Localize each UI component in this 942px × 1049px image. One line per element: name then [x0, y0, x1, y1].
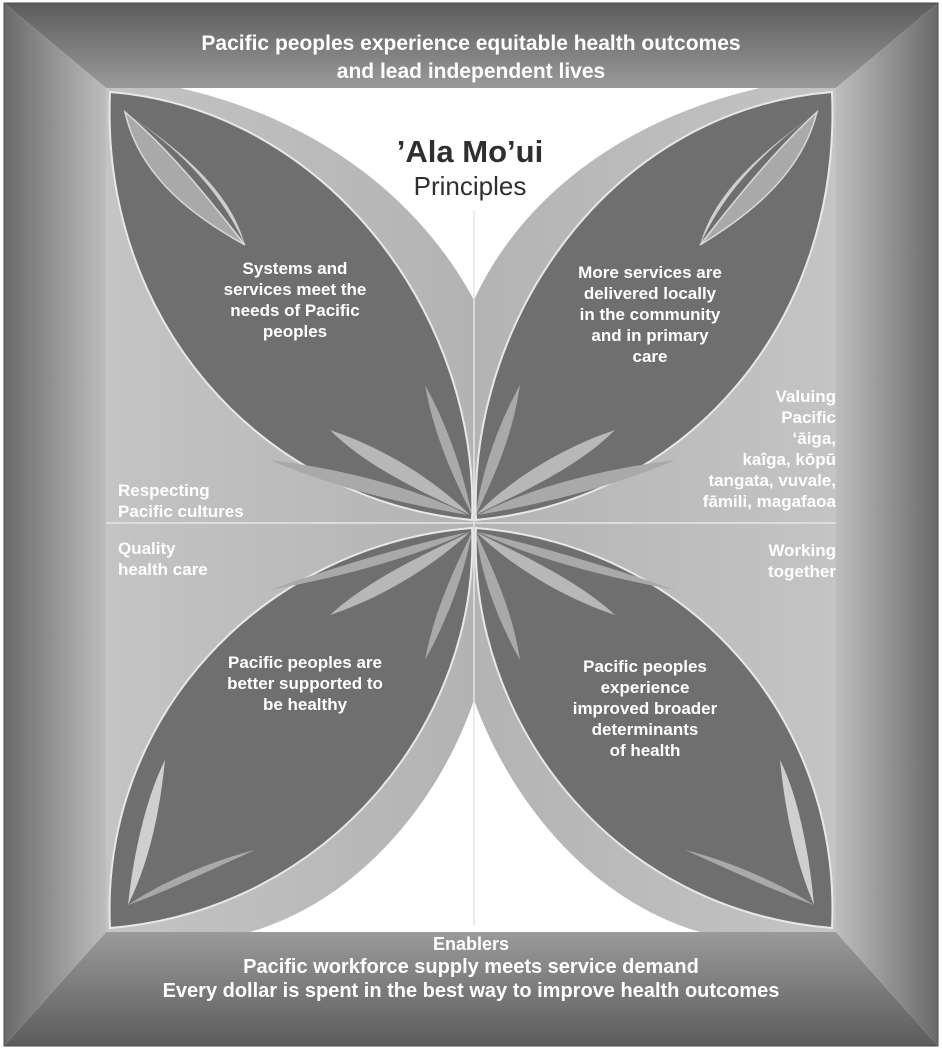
outcome-banner: Pacific peoples experience equitable hea…: [110, 30, 832, 86]
petal-text-top-left: Systems and services meet the needs of P…: [190, 258, 400, 342]
petal-text-top-right: More services are delivered locally in t…: [545, 262, 755, 367]
principle-line: fāmili, magafaoa: [703, 492, 836, 511]
outcome-line-1: Pacific peoples experience equitable hea…: [201, 32, 740, 55]
title-main: ’Ala Mo’ui: [330, 134, 610, 170]
petal-line: More services are: [578, 263, 722, 282]
outcome-line-2: and lead independent lives: [337, 60, 605, 83]
petal-line: in the community: [580, 305, 721, 324]
enablers-banner: Enablers Pacific workforce supply meets …: [110, 933, 832, 1003]
petal-line: determinants: [592, 720, 699, 739]
enablers-line-2: Every dollar is spent in the best way to…: [110, 979, 832, 1003]
principle-quality-health-care: Quality health care: [118, 538, 278, 580]
petal-line: better supported to: [227, 674, 383, 693]
frame-left: [4, 3, 106, 1046]
principle-line: Quality: [118, 539, 176, 558]
frame-right: [836, 3, 938, 1046]
principle-line: Respecting: [118, 481, 210, 500]
enablers-heading: Enablers: [110, 933, 832, 955]
principle-line: together: [768, 562, 836, 581]
principle-line: Working: [768, 541, 836, 560]
petal-line: improved broader: [573, 699, 718, 718]
petal-line: Pacific peoples are: [228, 653, 382, 672]
petal-text-bottom-right: Pacific peoples experience improved broa…: [535, 656, 755, 761]
principle-line: Pacific cultures: [118, 502, 244, 521]
principle-line: tangata, vuvale,: [708, 471, 836, 490]
petal-line: needs of Pacific: [230, 301, 359, 320]
petal-line: of health: [610, 741, 681, 760]
petal-line: Pacific peoples: [583, 657, 707, 676]
petal-line: Systems and: [243, 259, 348, 278]
petal-line: delivered locally: [584, 284, 716, 303]
petal-line: care: [633, 347, 668, 366]
principle-working-together: Working together: [696, 540, 836, 582]
principle-line: health care: [118, 560, 208, 579]
principle-line: kaîga, kōpū: [742, 450, 836, 469]
principle-line: Valuing: [776, 387, 836, 406]
title-sub: Principles: [330, 170, 610, 202]
petal-line: peoples: [263, 322, 327, 341]
principle-valuing-families: Valuing Pacific ‘āiga, kaîga, kōpū tanga…: [676, 386, 836, 512]
petal-line: experience: [601, 678, 690, 697]
principle-line: Pacific: [781, 408, 836, 427]
petal-line: and in primary: [591, 326, 708, 345]
diagram-title: ’Ala Mo’ui Principles: [330, 134, 610, 202]
petal-line: services meet the: [224, 280, 367, 299]
principle-respecting-cultures: Respecting Pacific cultures: [118, 480, 318, 522]
enablers-line-1: Pacific workforce supply meets service d…: [110, 955, 832, 979]
petal-line: be healthy: [263, 695, 347, 714]
principle-line: ‘āiga,: [793, 429, 836, 448]
petal-text-bottom-left: Pacific peoples are better supported to …: [190, 652, 420, 715]
